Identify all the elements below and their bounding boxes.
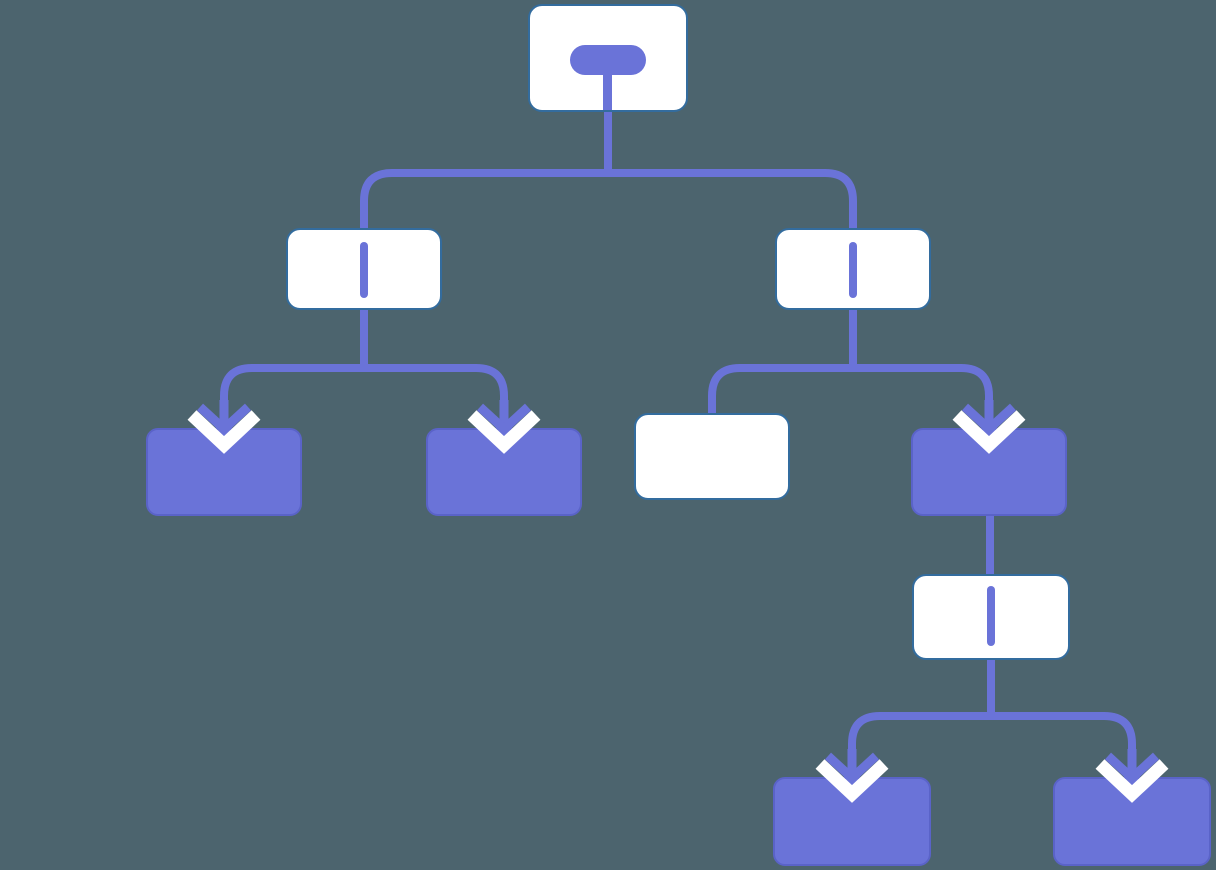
tree-node-leaf-a2-drop-target[interactable] [426, 428, 582, 516]
vertical-bar-icon [987, 586, 995, 646]
edge-branch-b-split [708, 364, 993, 415]
root-pill-shape [570, 45, 646, 75]
tree-node-b2-drop-target[interactable] [911, 428, 1067, 516]
edge-branch-a-split [220, 364, 508, 403]
tree-node-branch-b[interactable] [775, 228, 931, 310]
tree-node-root[interactable] [528, 4, 688, 112]
tree-node-leaf-b1[interactable] [634, 413, 790, 500]
edge-branch-c-split [848, 712, 1136, 753]
tree-node-leaf-c2-drop-target[interactable] [1053, 777, 1211, 866]
tree-node-leaf-a1-drop-target[interactable] [146, 428, 302, 516]
tree-node-branch-c[interactable] [912, 574, 1070, 660]
root-pill-icon [530, 6, 686, 110]
vertical-bar-icon [849, 242, 857, 298]
tree-node-leaf-c1-drop-target[interactable] [773, 777, 931, 866]
root-pill-stem [603, 72, 612, 110]
tree-node-branch-a[interactable] [286, 228, 442, 310]
vertical-bar-icon [360, 242, 368, 298]
edge-root-split [360, 169, 857, 230]
